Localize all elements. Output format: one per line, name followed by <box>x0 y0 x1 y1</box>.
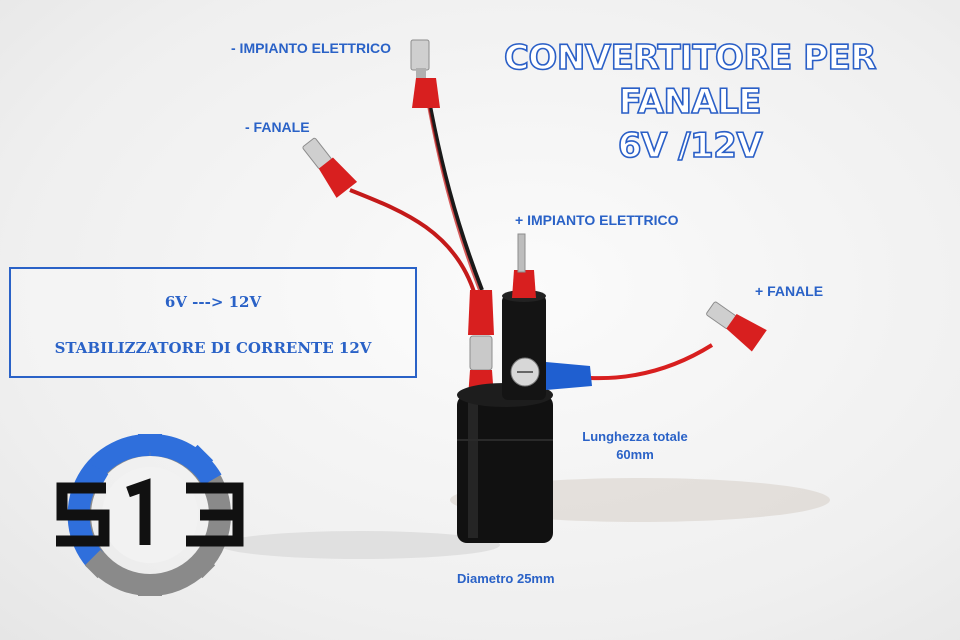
wire-red <box>349 188 477 296</box>
length-label: Lunghezza totale <box>582 429 688 444</box>
body-lower <box>457 395 553 543</box>
spec-voltage: 6V ---> 12V <box>164 293 262 311</box>
connector-metal <box>469 335 493 371</box>
shadow <box>220 531 500 559</box>
spec-stabilizer: STABILIZZATORE DI CORRENTE 12V <box>54 339 372 357</box>
logo-letter-1 <box>126 478 151 545</box>
wire-red <box>589 343 714 381</box>
pin-top <box>517 233 526 273</box>
body-highlight <box>468 400 478 538</box>
wire-red <box>425 94 480 291</box>
title-line-2: 6V /12V <box>617 125 763 167</box>
length-value: 60mm <box>616 447 654 462</box>
logo-letter-s <box>56 482 110 547</box>
terminal-minus-impianto <box>410 39 440 108</box>
label-minus-fanale: - FANALE <box>245 119 310 135</box>
label-plus-impianto: + IMPIANTO ELETTRICO <box>515 212 679 228</box>
label-plus-fanale: + FANALE <box>755 283 824 299</box>
wire-black <box>426 94 484 291</box>
terminal-minus-fanale <box>302 137 358 198</box>
s13-logo <box>56 433 244 596</box>
diameter-label: Diametro 25mm <box>457 571 555 586</box>
connector-blue <box>546 362 592 390</box>
logo-letter-3 <box>186 482 244 547</box>
connector-red-top <box>512 270 536 298</box>
label-minus-impianto: - IMPIANTO ELETTRICO <box>231 40 391 56</box>
length-annotation: Lunghezza totale 60mm <box>560 428 710 464</box>
title: CONVERTITORE PER FANALE 6V /12V <box>440 36 940 168</box>
terminal-plus-fanale <box>706 301 767 352</box>
spec-box: 6V ---> 12V STABILIZZATORE DI CORRENTE 1… <box>9 267 417 378</box>
connector-red <box>468 290 494 335</box>
title-line-1: CONVERTITORE PER FANALE <box>503 37 877 123</box>
